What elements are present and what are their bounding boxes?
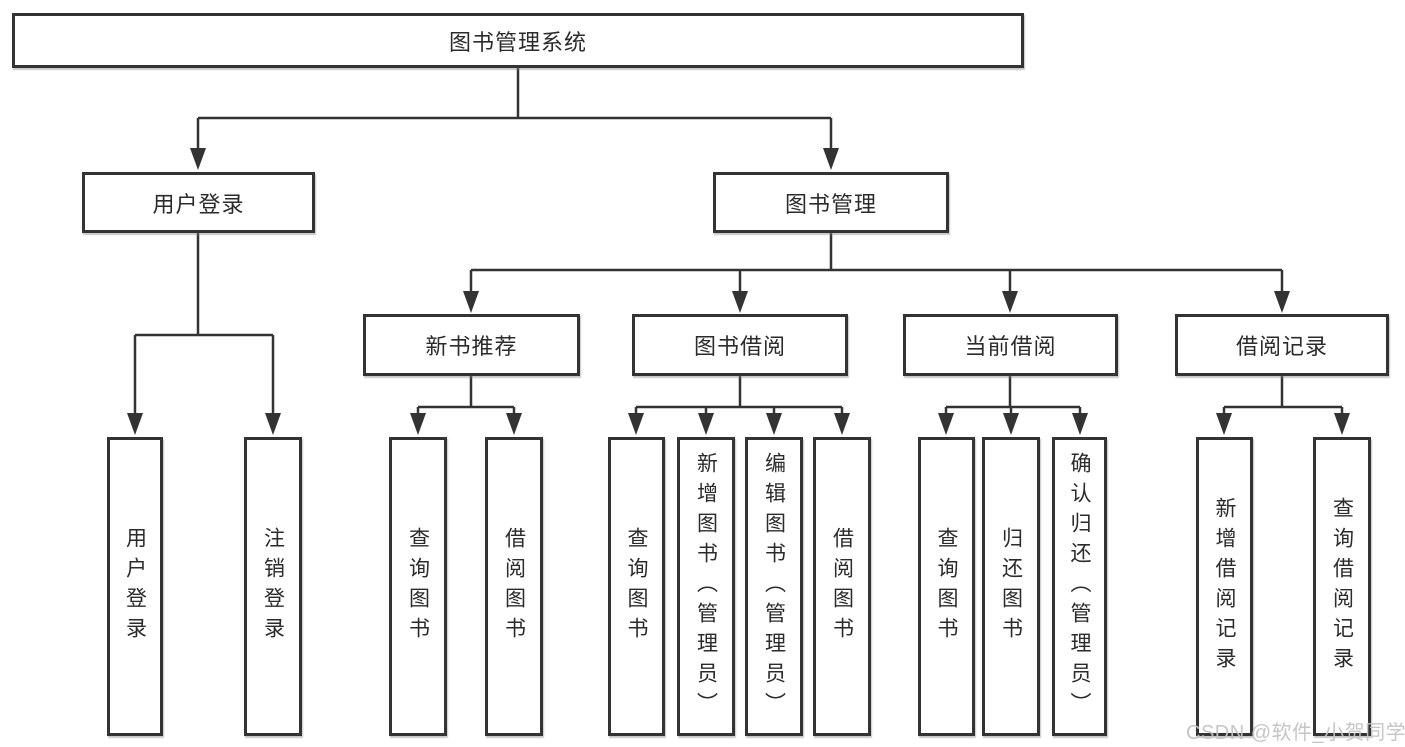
node-book-borrow: 图书借阅 (632, 314, 848, 376)
leaf-query-books-recommend: 查询图书 (389, 437, 447, 736)
leaf-edit-book-admin: 编辑图书（管理员） (745, 437, 803, 736)
node-current-borrow: 当前借阅 (903, 314, 1118, 376)
leaf-label: 用户登录 (123, 526, 147, 647)
leaf-label: 查询图书 (625, 526, 648, 647)
leaf-query-borrow-record: 查询借阅记录 (1313, 437, 1371, 736)
node-label: 图书管理 (784, 191, 877, 217)
leaf-label: 查询图书 (935, 526, 958, 647)
leaf-label: 编辑图书（管理员） (762, 451, 786, 722)
leaf-borrow-books: 借阅图书 (813, 437, 871, 736)
node-library-management-system: 图书管理系统 (12, 13, 1024, 68)
leaf-query-books-current: 查询图书 (918, 437, 975, 736)
node-label: 借阅记录 (1235, 334, 1328, 359)
leaf-label: 借阅图书 (502, 526, 526, 647)
leaf-logout: 注销登录 (244, 437, 302, 736)
node-label: 当前借阅 (964, 334, 1057, 359)
leaf-label: 确认归还（管理员） (1068, 451, 1091, 722)
leaf-label: 查询借阅记录 (1330, 496, 1354, 677)
node-user-login: 用户登录 (82, 172, 315, 233)
node-label: 图书管理系统 (448, 29, 587, 55)
arrowheads (127, 148, 1350, 435)
leaf-label: 归还图书 (999, 526, 1023, 647)
watermark-text: CSDN @软件_小贺同学 (1186, 722, 1405, 744)
node-book-management: 图书管理 (713, 172, 949, 233)
leaf-label: 查询图书 (406, 526, 430, 647)
leaf-borrow-books-recommend: 借阅图书 (485, 437, 543, 736)
leaf-return-books: 归还图书 (982, 437, 1040, 736)
leaf-label: 借阅图书 (830, 526, 854, 647)
leaf-user-login: 用户登录 (107, 437, 163, 736)
leaf-label: 新增图书（管理员） (694, 451, 718, 722)
node-label: 用户登录 (152, 191, 245, 217)
node-borrow-records: 借阅记录 (1175, 314, 1389, 376)
leaf-label: 新增借阅记录 (1213, 496, 1236, 677)
node-label: 图书借阅 (693, 334, 786, 359)
leaf-add-borrow-record: 新增借阅记录 (1196, 437, 1253, 736)
leaf-add-book-admin: 新增图书（管理员） (677, 437, 735, 736)
leaf-confirm-return-admin: 确认归还（管理员） (1052, 437, 1107, 736)
node-new-book-recommend: 新书推荐 (363, 314, 580, 376)
leaf-label: 注销登录 (261, 526, 285, 647)
leaf-query-books-borrow: 查询图书 (608, 437, 665, 736)
node-label: 新书推荐 (425, 334, 518, 359)
